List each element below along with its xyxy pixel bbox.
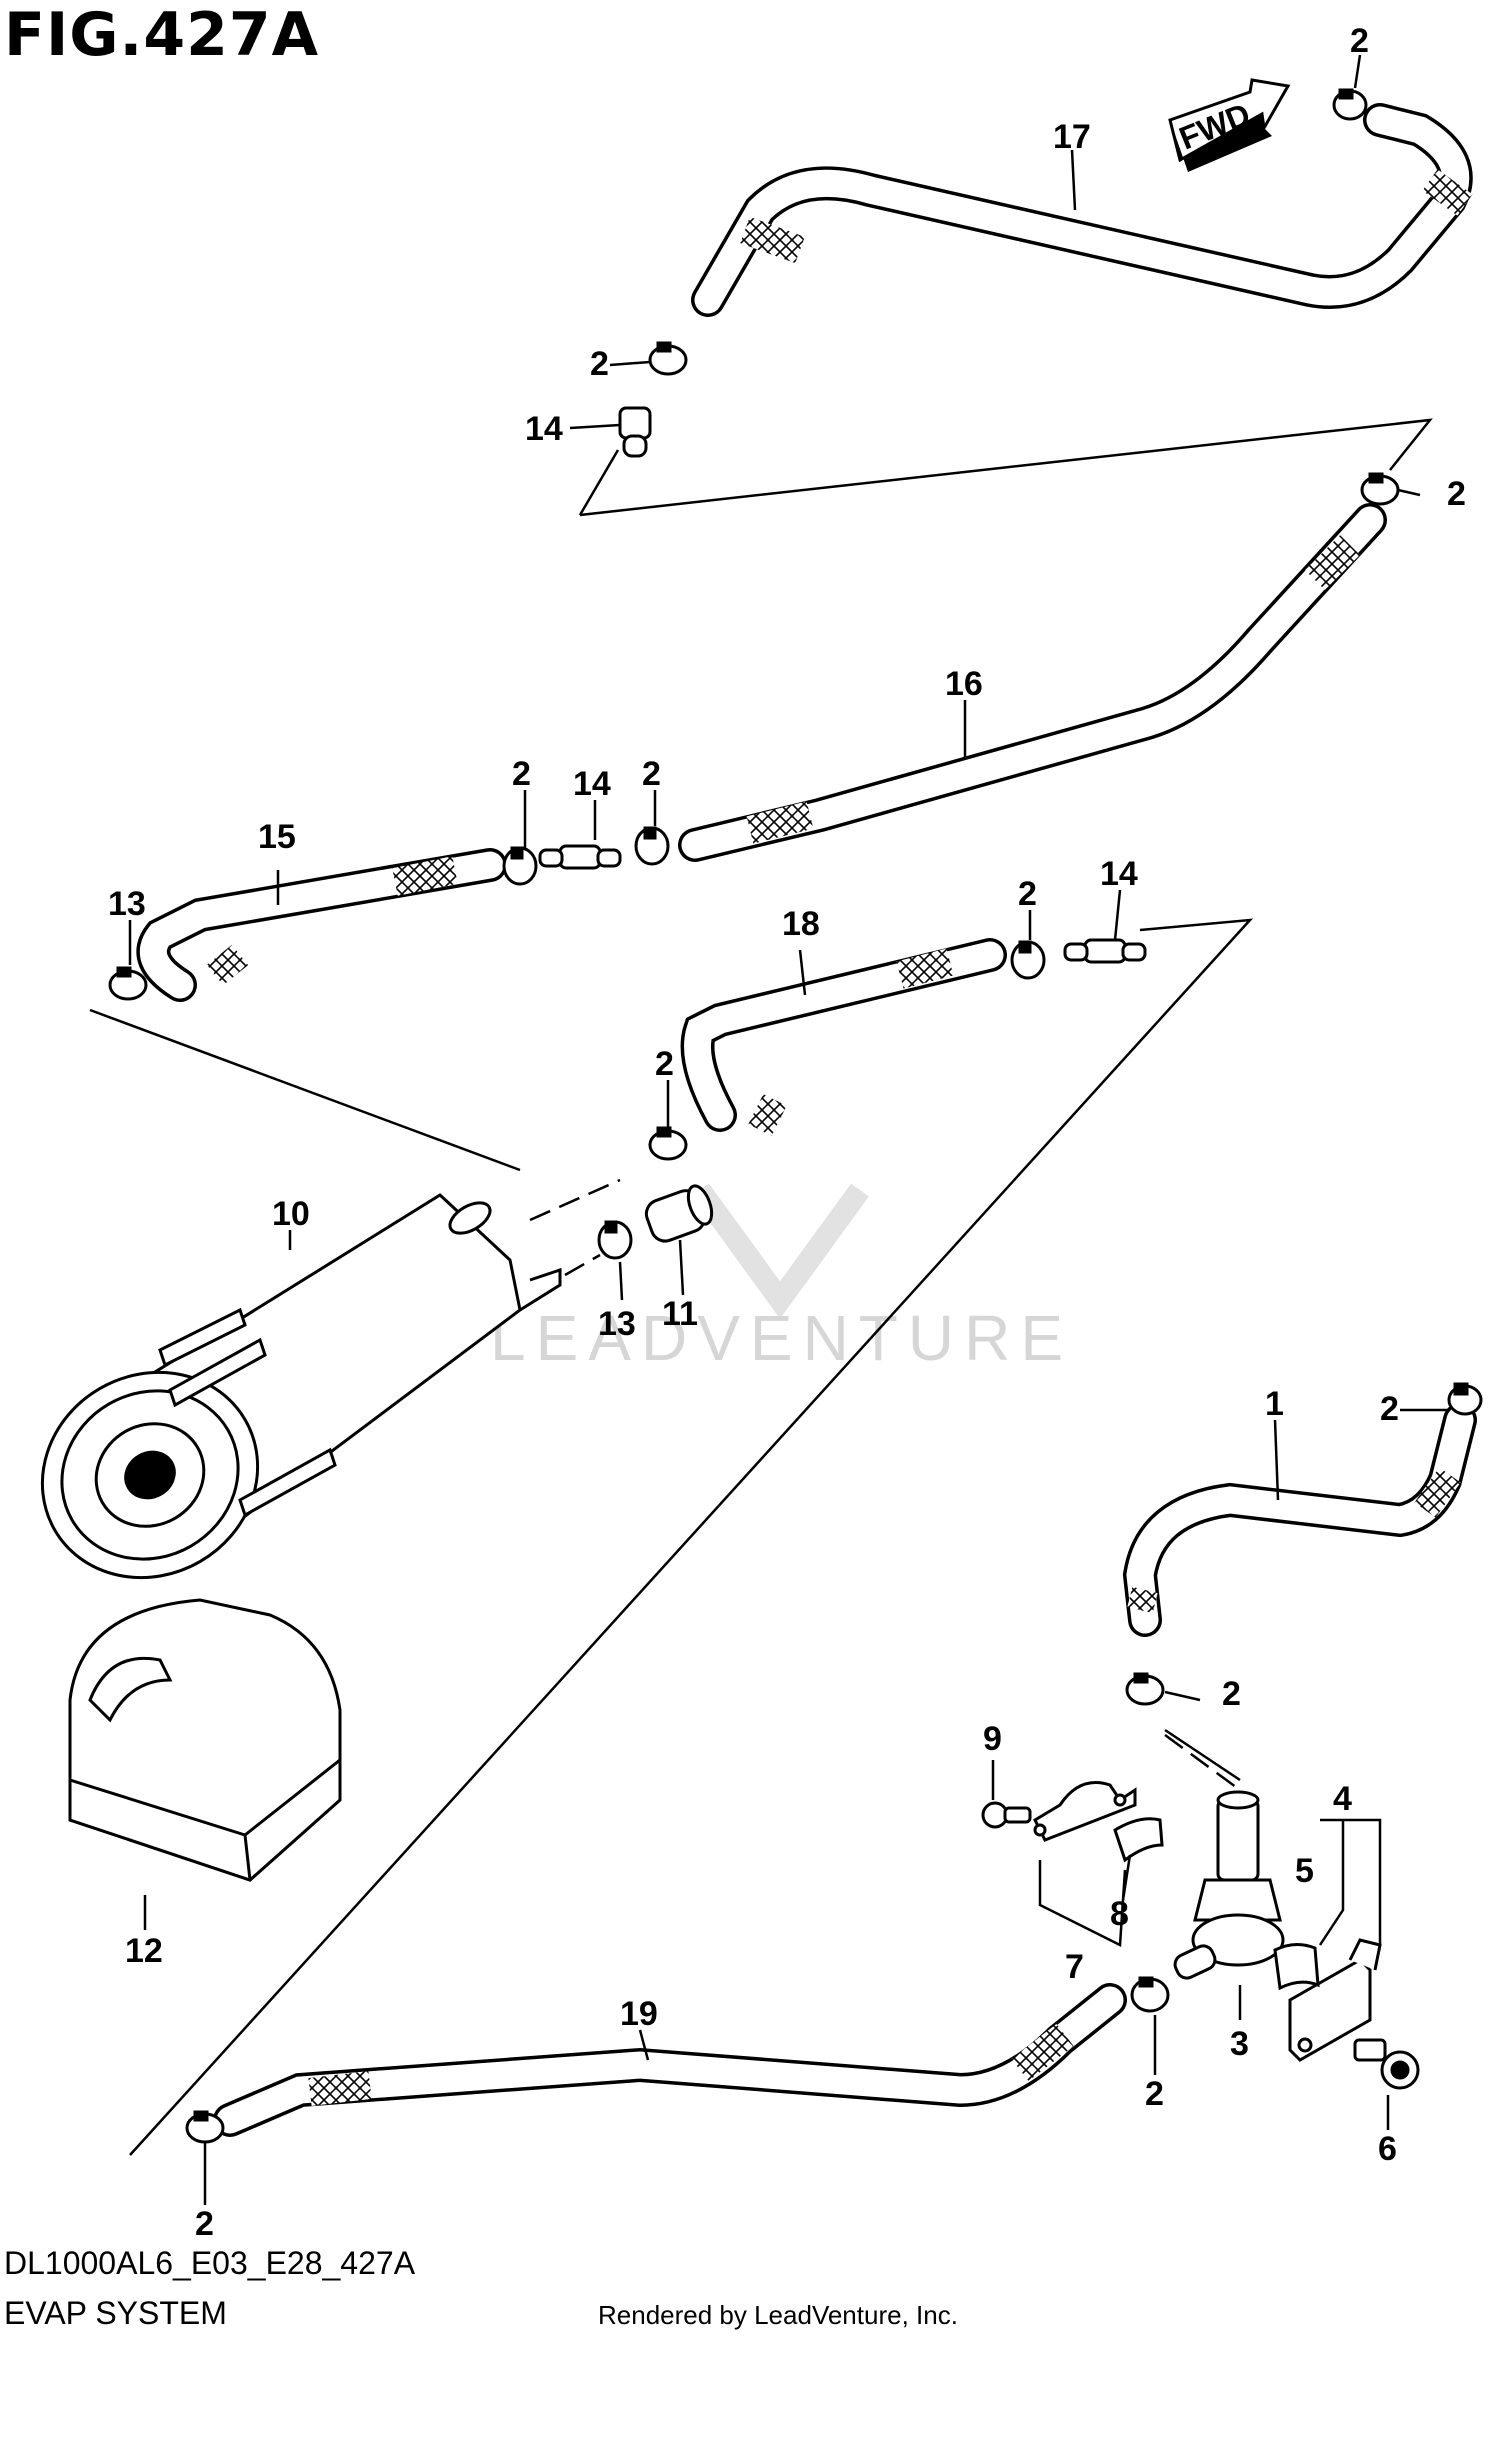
- callout-16: 16: [945, 665, 983, 703]
- watermark: LEADVENTURE: [490, 1183, 1073, 1374]
- callout-2-hose19-left: 2: [195, 2205, 214, 2243]
- clamp-16-left: [634, 826, 670, 866]
- callout-14-middle: 14: [573, 765, 611, 803]
- callout-15: 15: [258, 818, 296, 856]
- callout-17: 17: [1053, 118, 1091, 156]
- callout-2-hose15: 2: [512, 755, 531, 793]
- clamp-16-right: [1360, 472, 1400, 506]
- clamp-18-left: [648, 1126, 688, 1161]
- callout-2-hose18-left: 2: [655, 1045, 674, 1083]
- callout-4: 4: [1333, 1780, 1352, 1818]
- clamp-18-right: [1010, 940, 1046, 980]
- clamp-19-left: [185, 2110, 225, 2144]
- callout-1: 1: [1265, 1385, 1284, 1423]
- callout-13-top: 13: [108, 885, 146, 923]
- hose-17: [691, 103, 1473, 317]
- reference-lines: [89, 418, 1433, 2156]
- clip-5: [1273, 1943, 1320, 1991]
- hose-15: [136, 848, 507, 1002]
- clamp-top-right: [1332, 88, 1368, 121]
- clamp-1-bottom: [1125, 1672, 1165, 1706]
- callout-2-hose18: 2: [1018, 875, 1037, 913]
- callout-19: 19: [620, 1995, 658, 2033]
- canister-10: [40, 1193, 562, 1580]
- hose-19: [213, 1983, 1127, 2137]
- valve-3: [1173, 1790, 1285, 1980]
- hose-16: [678, 503, 1387, 862]
- hose-clamps: [108, 88, 1483, 2144]
- clamp-17-left: [648, 341, 688, 376]
- callout-18: 18: [782, 905, 820, 943]
- connector-14-right: [1063, 938, 1147, 964]
- connector-14-top: [618, 406, 652, 458]
- callout-14-top: 14: [525, 410, 563, 448]
- callout-7: 7: [1065, 1948, 1084, 1986]
- clamp-canister: [597, 1220, 633, 1260]
- clamp-15-right: [502, 846, 538, 886]
- cushion-8: [1113, 1817, 1164, 1863]
- callout-numbers: 17 2 2 14 2 16 2 14 2 15 13 18 2 14 2 10…: [108, 22, 1466, 2243]
- callout-2-hose19-right: 2: [1145, 2075, 1164, 2113]
- cover-12: [68, 1598, 342, 1882]
- leader-lines: [128, 54, 1450, 2205]
- callout-2-hose16-left: 2: [642, 755, 661, 793]
- figure-title: FIG.427A: [4, 0, 320, 70]
- callout-5: 5: [1295, 1852, 1314, 1890]
- callout-10: 10: [272, 1195, 310, 1233]
- fwd-arrow: FWD: [1168, 78, 1291, 172]
- clamp-7: [1033, 1781, 1137, 1842]
- callout-2-hose1-top: 2: [1380, 1390, 1399, 1428]
- watermark-text: LEADVENTURE: [490, 1302, 1073, 1374]
- clamp-15-left: [108, 966, 148, 1001]
- system-name: EVAP SYSTEM: [4, 2295, 227, 2331]
- callout-9: 9: [983, 1720, 1002, 1758]
- callout-2-top: 2: [1350, 22, 1369, 60]
- bolt-6: [1353, 2038, 1420, 2090]
- hose-1: [1122, 1403, 1477, 1637]
- callout-2-hose17: 2: [590, 345, 609, 383]
- hose-18: [680, 938, 1007, 1136]
- bolt-9: [981, 1801, 1032, 1829]
- hose-11: [644, 1184, 714, 1243]
- callout-6: 6: [1378, 2130, 1397, 2168]
- connectors-14: [538, 406, 1147, 964]
- bracket-4: [1288, 1938, 1382, 2062]
- figure-code: DL1000AL6_E03_E28_427A: [4, 2245, 416, 2281]
- clamp-19-right: [1130, 1976, 1170, 2013]
- clamp-1-top: [1447, 1382, 1483, 1416]
- callout-12: 12: [125, 1932, 163, 1970]
- rendered-by-credit: Rendered by LeadVenture, Inc.: [598, 2300, 958, 2330]
- callout-2-hose16: 2: [1447, 475, 1466, 513]
- connector-14-middle: [538, 844, 622, 870]
- callout-3: 3: [1230, 2025, 1249, 2063]
- callout-11: 11: [662, 1295, 698, 1333]
- callout-13-bottom: 13: [598, 1305, 636, 1343]
- callout-14-right: 14: [1100, 855, 1138, 893]
- callout-2-hose1-bottom: 2: [1222, 1675, 1241, 1713]
- callout-8: 8: [1110, 1895, 1129, 1933]
- dashed-reference-lines: [529, 1178, 1241, 1792]
